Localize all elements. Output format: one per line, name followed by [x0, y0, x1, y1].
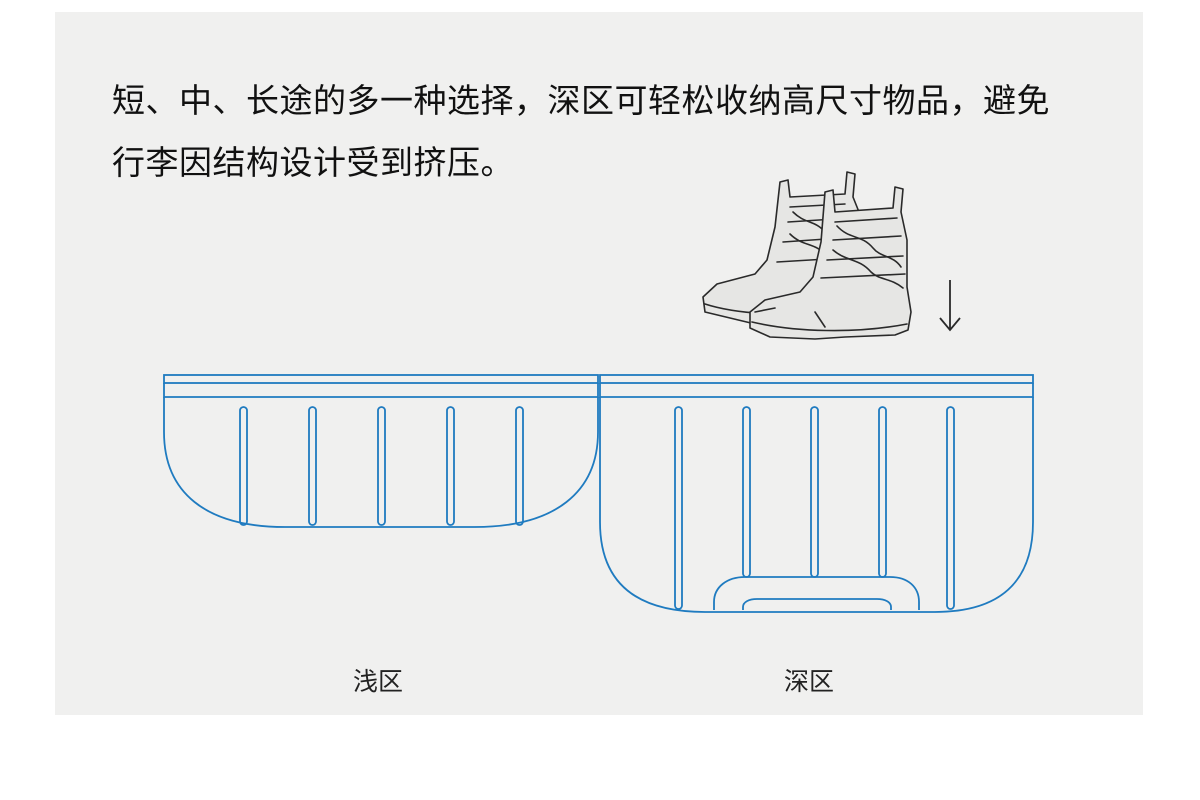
- down-arrow-icon: [939, 280, 961, 332]
- shallow-compartment: [163, 374, 599, 528]
- deep-compartment: [599, 374, 1034, 613]
- deep-handle: [713, 576, 920, 610]
- boots-illustration: [702, 171, 912, 340]
- suitcase-diagram: [163, 171, 1034, 613]
- deep-ribs: [674, 406, 955, 610]
- deep-zone-label: 深区: [783, 667, 834, 696]
- shallow-ribs: [239, 406, 524, 526]
- content-panel: 短、中、长途的多一种选择，深区可轻松收纳高尺寸物品，避免 行李因结构设计受到挤压…: [55, 12, 1143, 715]
- description-line-2: 行李因结构设计受到挤压。: [112, 143, 514, 182]
- feature-description: 短、中、长途的多一种选择，深区可轻松收纳高尺寸物品，避免 行李因结构设计受到挤压…: [112, 70, 1102, 194]
- description-line-1: 短、中、长途的多一种选择，深区可轻松收纳高尺寸物品，避免: [112, 81, 1050, 120]
- shallow-zone-label: 浅区: [352, 667, 403, 696]
